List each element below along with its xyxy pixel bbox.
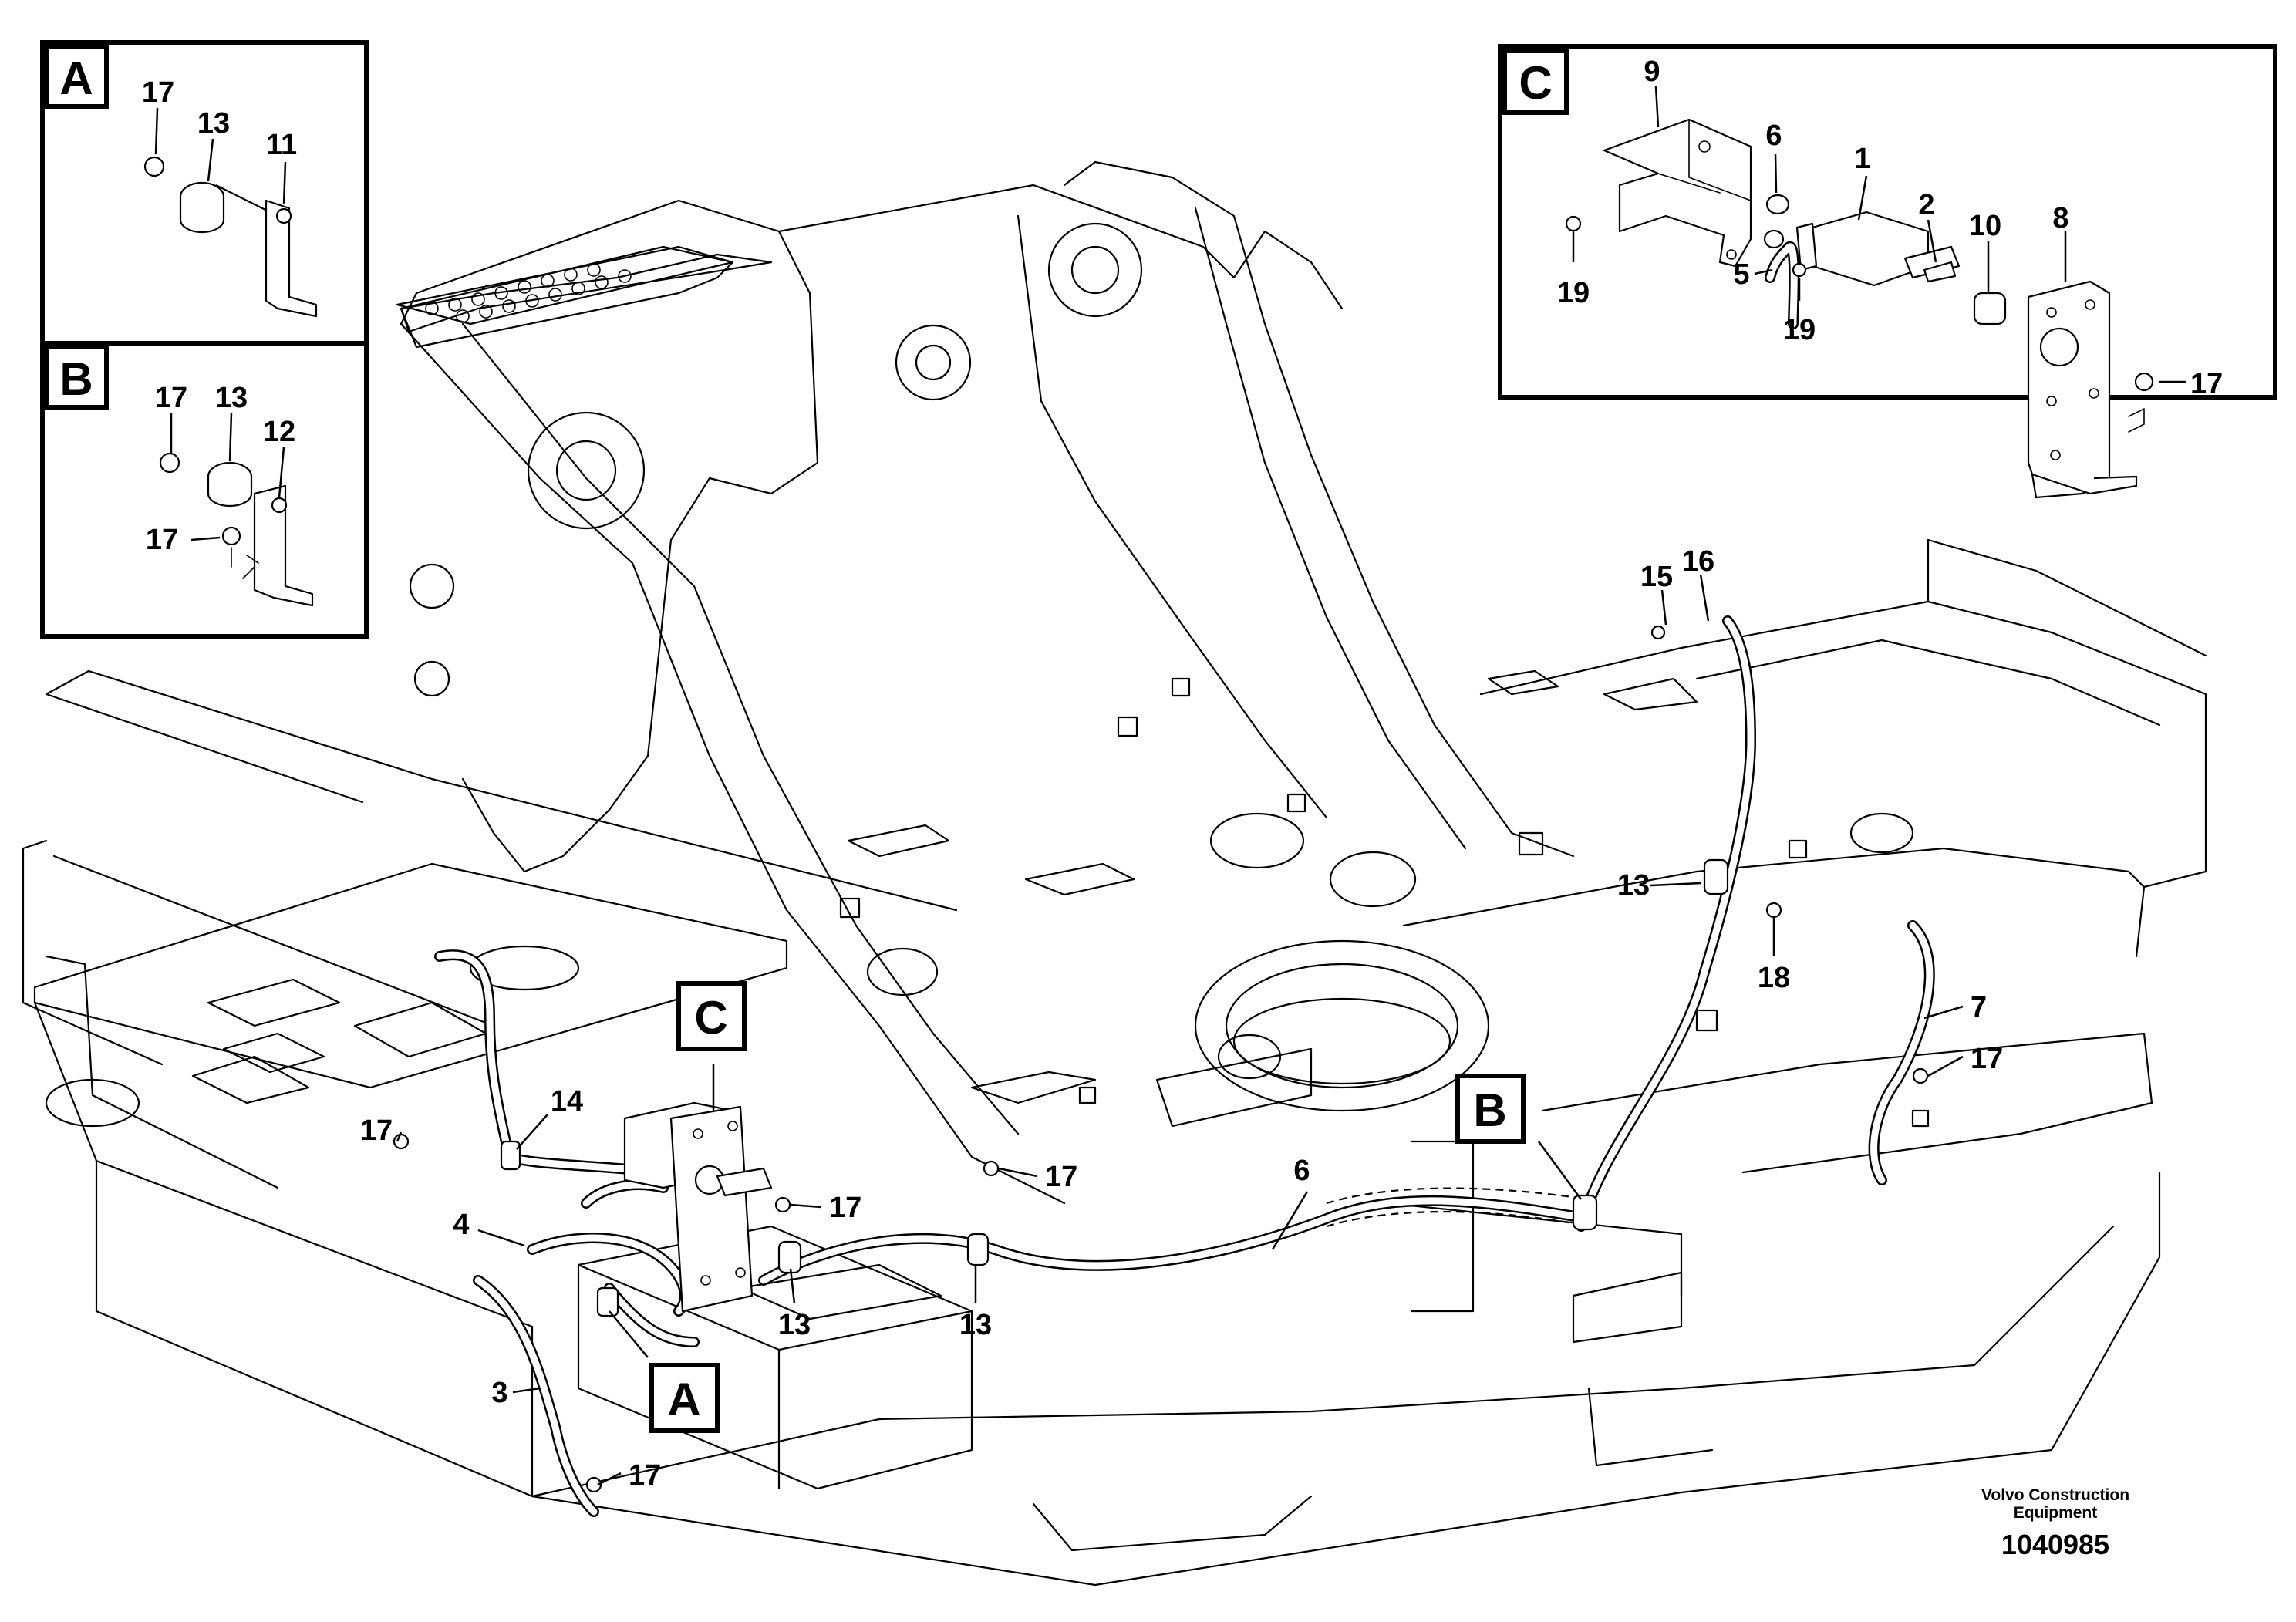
battery-switch-assembly <box>623 1101 773 1313</box>
detail-c-label-1: 1 <box>1854 143 1870 175</box>
label-18: 18 <box>1758 962 1790 994</box>
label-16: 16 <box>1682 545 1714 578</box>
footer: Volvo Construction Equipment 1040985 <box>1981 1486 2129 1560</box>
callout-c-main: C <box>676 981 747 1051</box>
label-7: 7 <box>1971 991 1987 1023</box>
detail-b: B 17 13 12 17 <box>40 341 369 639</box>
detail-a-label-11: 11 <box>266 129 297 161</box>
label-6: 6 <box>1293 1155 1310 1187</box>
clamps <box>393 625 1929 1493</box>
tread-plate <box>396 245 734 325</box>
callout-a-letter: A <box>667 1374 700 1425</box>
detail-a: A 17 13 11 <box>40 40 369 346</box>
detail-a-label-13: 13 <box>197 107 230 140</box>
label-4: 4 <box>453 1209 469 1241</box>
detail-c-label-6: 6 <box>1765 120 1782 152</box>
label-17-right: 17 <box>1971 1043 2003 1075</box>
detail-a-letter: A <box>59 52 93 104</box>
callout-a-main: A <box>649 1363 720 1433</box>
footer-company-line1: Volvo Construction <box>1981 1486 2129 1504</box>
detail-b-label-17-top: 17 <box>155 382 187 414</box>
callout-b-main: B <box>1455 1074 1526 1144</box>
label-17-left: 17 <box>360 1114 393 1147</box>
label-14: 14 <box>551 1085 583 1118</box>
detail-c-label-5: 5 <box>1733 258 1749 291</box>
detail-c: C <box>1498 44 2277 499</box>
label-17-mid: 17 <box>1045 1161 1077 1193</box>
callout-c-letter: C <box>694 992 727 1044</box>
callout-b-letter: B <box>1473 1084 1506 1136</box>
battery-box <box>577 1225 973 1490</box>
label-13-b: 13 <box>959 1309 992 1341</box>
detail-c-label-19-right: 19 <box>1783 314 1816 346</box>
label-17-c: 17 <box>829 1192 861 1224</box>
detail-b-label-12: 12 <box>263 416 295 448</box>
footer-company-line2: Equipment <box>2014 1504 2098 1522</box>
detail-b-letter: B <box>59 353 93 405</box>
label-3: 3 <box>491 1377 507 1409</box>
main-labels: 15 16 13 18 7 17 6 17 17 14 17 4 13 13 3… <box>360 545 2003 1492</box>
detail-c-label-9: 9 <box>1644 56 1660 88</box>
detail-c-label-2: 2 <box>1918 189 1934 221</box>
leader-lines <box>396 574 1964 1486</box>
detail-c-label-19-left: 19 <box>1557 277 1590 309</box>
label-13-right: 13 <box>1617 869 1650 902</box>
detail-c-label-8: 8 <box>2052 202 2068 234</box>
detail-c-label-17: 17 <box>2190 368 2223 400</box>
detail-c-letter: C <box>1519 57 1552 109</box>
detail-a-label-17: 17 <box>142 76 174 109</box>
footer-doc-number: 1040985 <box>2001 1529 2109 1560</box>
detail-c-label-10: 10 <box>1969 210 2001 242</box>
detail-b-label-17-bottom: 17 <box>146 524 178 556</box>
label-13-a: 13 <box>778 1309 811 1341</box>
label-17-bottom: 17 <box>629 1459 661 1492</box>
detail-b-label-13: 13 <box>215 382 248 414</box>
label-15: 15 <box>1640 561 1673 593</box>
machine-frame <box>22 160 2207 1587</box>
